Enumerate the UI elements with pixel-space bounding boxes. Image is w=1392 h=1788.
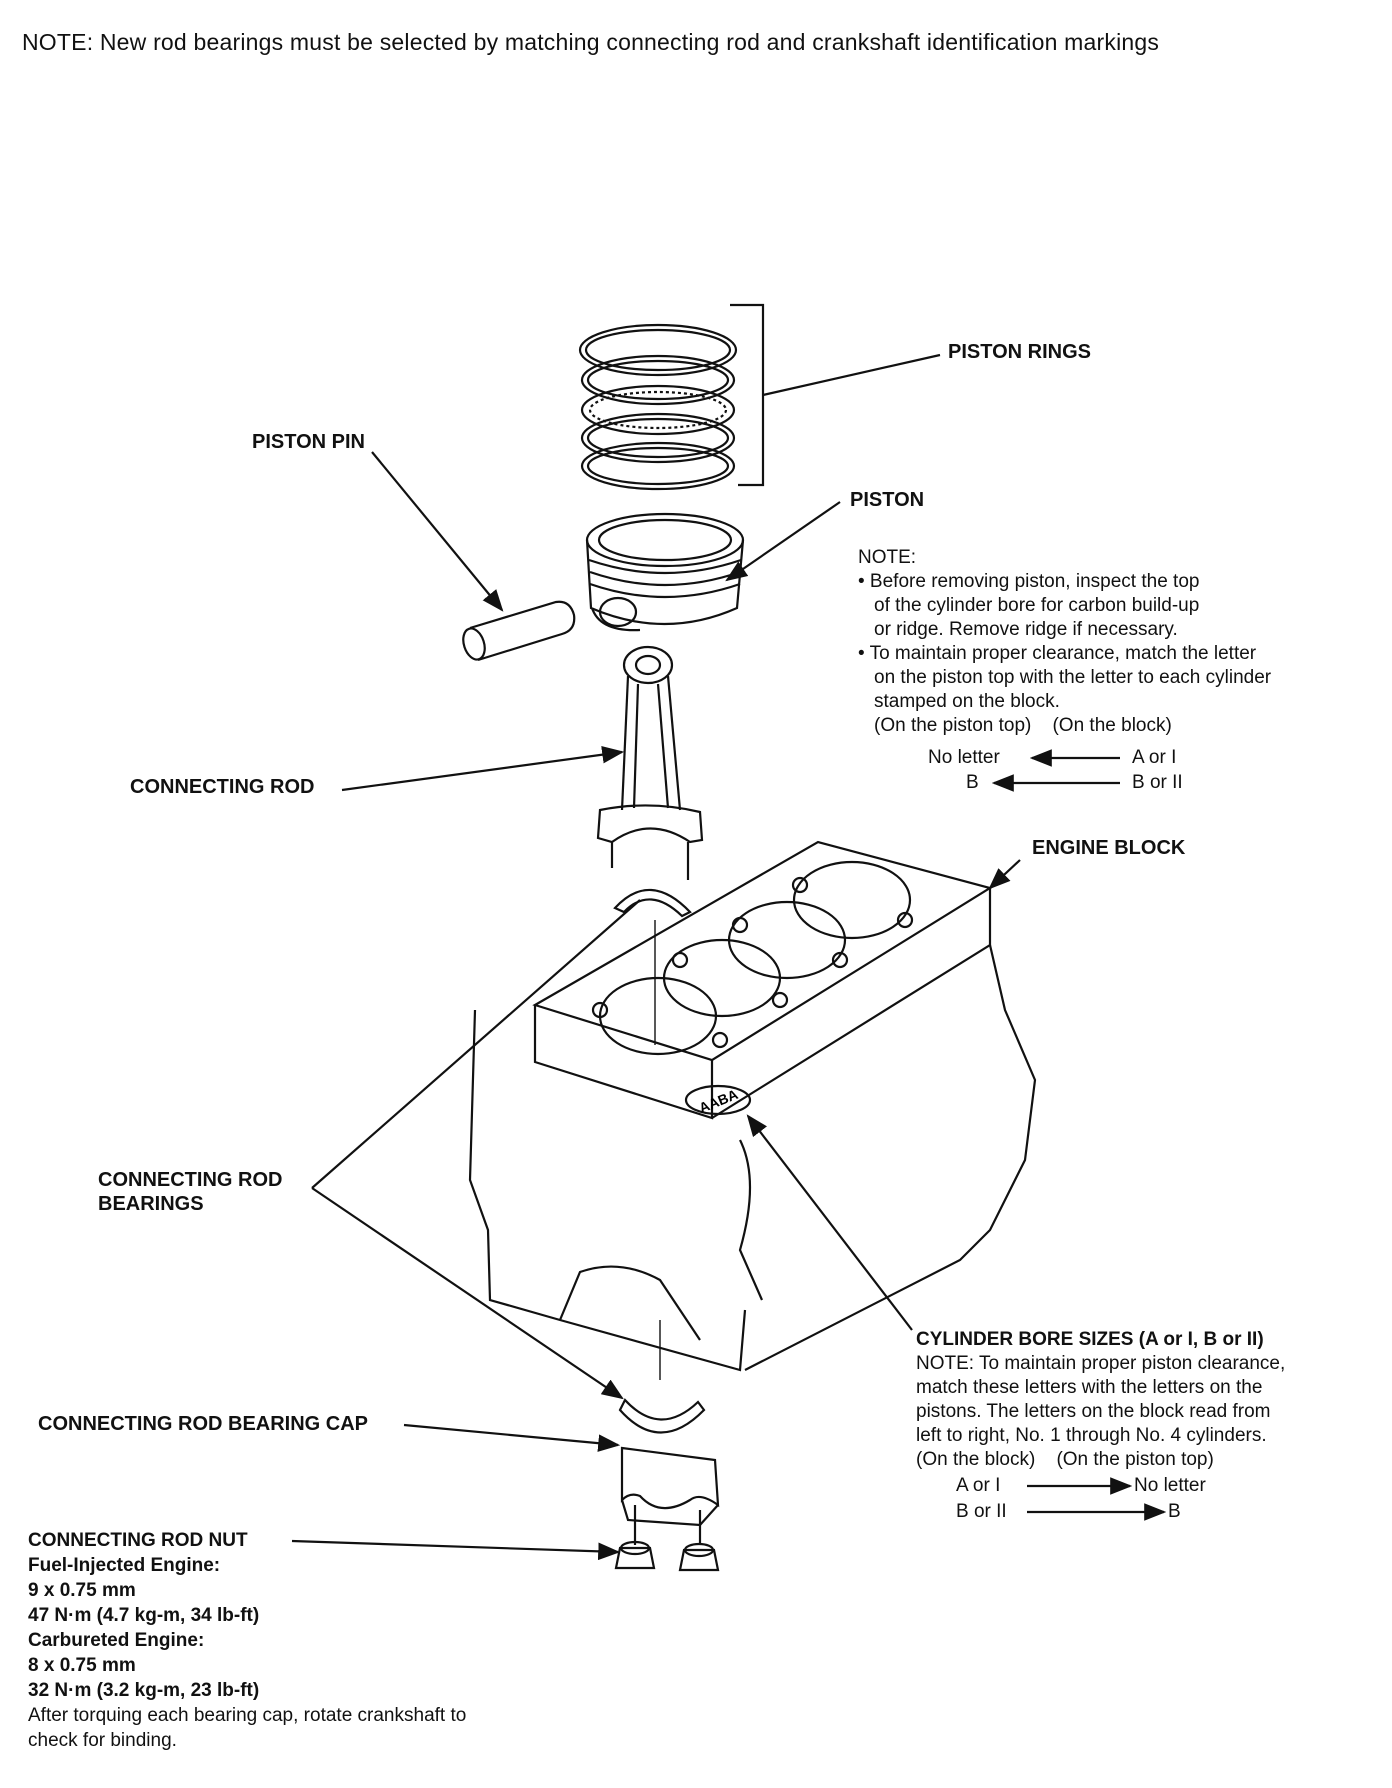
label-rod-nut: CONNECTING ROD NUT bbox=[28, 1530, 248, 1551]
rod-nut-specs: CONNECTING ROD NUT Fuel-Injected Engine:… bbox=[28, 1530, 467, 1751]
bore-note-row-1-left: A or I bbox=[956, 1475, 1001, 1496]
bearing-cap-illustration bbox=[620, 1446, 720, 1545]
bore-note: CYLINDER BORE SIZES (A or I, B or II) NO… bbox=[916, 1329, 1286, 1470]
piston-rings-illustration bbox=[578, 323, 738, 491]
rod-nuts-illustration bbox=[614, 1540, 720, 1572]
label-rod-bearings: CONNECTING ROD BEARINGS bbox=[98, 1169, 283, 1215]
label-piston-pin: PISTON PIN bbox=[252, 431, 365, 453]
lower-bearing-shell bbox=[618, 1398, 706, 1434]
label-engine-block: ENGINE BLOCK bbox=[1032, 837, 1186, 859]
piston-note-row-2-right: B or II bbox=[1132, 772, 1183, 793]
connecting-rod-illustration bbox=[596, 645, 704, 880]
piston-note-row-1-right: A or I bbox=[1132, 747, 1177, 768]
label-piston: PISTON bbox=[850, 489, 925, 511]
piston-pin-illustration bbox=[462, 600, 576, 662]
top-note: NOTE: New rod bearings must be selected … bbox=[22, 29, 1160, 55]
piston-note-row-2-left: B bbox=[966, 772, 979, 793]
label-bearing-cap: CONNECTING ROD BEARING CAP bbox=[38, 1413, 369, 1435]
label-piston-rings: PISTON RINGS bbox=[948, 341, 1091, 363]
engine-block-illustration bbox=[468, 840, 1037, 1372]
piston-note: NOTE: • Before removing piston, inspect … bbox=[858, 547, 1272, 736]
piston-note-row-1-left: No letter bbox=[928, 747, 1000, 768]
bore-note-row-2-left: B or II bbox=[956, 1501, 1007, 1522]
label-connecting-rod: CONNECTING ROD bbox=[130, 776, 315, 798]
bore-note-row-2-right: B bbox=[1168, 1501, 1181, 1522]
piston-illustration bbox=[585, 512, 745, 632]
bore-note-row-1-right: No letter bbox=[1134, 1475, 1206, 1496]
